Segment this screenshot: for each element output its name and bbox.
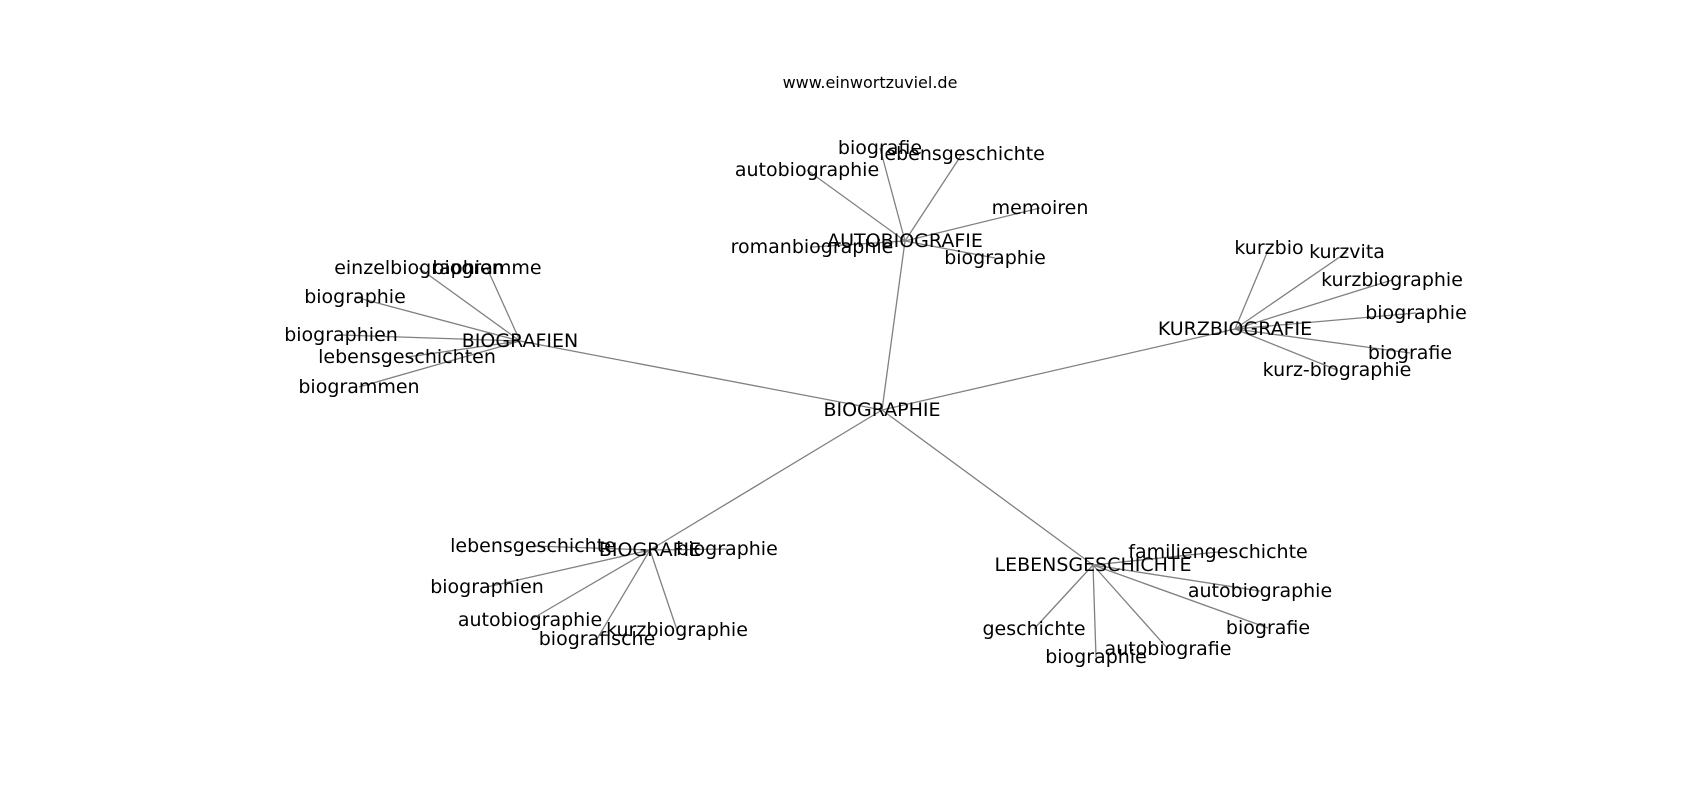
edge-kurzbiografie-kurz-biographie xyxy=(1234,328,1338,371)
edge-lebensgeschichte-biographie xyxy=(1092,564,1097,658)
leaf-node-biografie-lebensgeschichte: lebensgeschichte xyxy=(450,535,616,557)
leaf-node-biografie-biographie: biographie xyxy=(676,538,778,560)
leaf-node-kurzbiografie-kurz-biographie: kurz-biographie xyxy=(1263,359,1412,381)
edge-biografien-biogramme xyxy=(486,267,521,342)
leaf-node-autobiografie-autobiographie: autobiographie xyxy=(735,159,879,181)
edge-autobiografie-memoiren xyxy=(904,207,1041,242)
edge-biografie-lebensgeschichte xyxy=(532,545,651,551)
cluster-node-autobiografie: AUTOBIOGRAFIE xyxy=(827,230,983,252)
edge-autobiografie-lebensgeschichte xyxy=(904,153,963,242)
leaf-node-autobiografie-biografie: biografie xyxy=(838,137,922,159)
leaf-node-kurzbiografie-kurzvita: kurzvita xyxy=(1309,241,1385,263)
edge-center-kurzbiografie xyxy=(881,328,1236,411)
leaf-node-biografien-einzelbiographien: einzelbiographien xyxy=(334,257,504,279)
edge-biografien-biographien xyxy=(340,334,521,342)
leaf-node-biografien-biographien: biographien xyxy=(284,324,398,346)
leaf-node-kurzbiografie-biographie: biographie xyxy=(1365,302,1467,324)
edge-lebensgeschichte-familiengeschichte xyxy=(1092,551,1219,566)
edge-biografien-einzelbiographien xyxy=(418,267,521,342)
website-label: www.einwortzuviel.de xyxy=(783,73,958,92)
edge-lebensgeschichte-autobiographie xyxy=(1092,564,1261,592)
edge-biografie-biografische xyxy=(596,549,651,640)
edge-biografien-biogrammen xyxy=(358,340,521,388)
edge-biografie-biographien xyxy=(486,549,651,588)
leaf-node-autobiografie-biographie: biographie xyxy=(944,247,1046,269)
edge-biografien-lebensgeschichten xyxy=(406,340,521,358)
edge-kurzbiografie-biographie xyxy=(1234,312,1417,330)
edge-biografie-biographie xyxy=(649,548,728,551)
edge-layer xyxy=(340,147,1417,658)
edge-lebensgeschichte-geschichte xyxy=(1033,564,1094,630)
cluster-node-biografien: BIOGRAFIEN xyxy=(462,330,579,352)
edge-autobiografie-biographie xyxy=(904,240,996,259)
cluster-node-biografie: BIOGRAFIE xyxy=(599,539,701,561)
edge-center-autobiografie xyxy=(881,240,906,411)
leaf-node-lebensgeschichte-biografie: biografie xyxy=(1226,617,1310,639)
edge-lebensgeschichte-autobiografie xyxy=(1092,564,1169,650)
edge-kurzbiografie-kurzbio xyxy=(1234,247,1270,330)
edge-autobiografie-biografie xyxy=(879,147,906,242)
edge-center-biografien xyxy=(519,340,883,411)
center-node-label: BIOGRAPHIE xyxy=(823,399,940,421)
edge-kurzbiografie-biografie xyxy=(1234,328,1411,354)
leaf-node-kurzbiografie-kurzbiographie: kurzbiographie xyxy=(1321,269,1463,291)
edge-lebensgeschichte-biografie xyxy=(1092,564,1269,629)
leaf-node-autobiografie-lebensgeschichte: lebensgeschichte xyxy=(879,143,1045,165)
leaf-node-lebensgeschichte-familiengeschichte: familiengeschichte xyxy=(1128,541,1307,563)
label-layer: BIOGRAPHIEAUTOBIOGRAFIEbiografielebensge… xyxy=(284,137,1467,668)
cluster-node-kurzbiografie: KURZBIOGRAFIE xyxy=(1158,318,1312,340)
leaf-node-lebensgeschichte-autobiographie: autobiographie xyxy=(1188,580,1332,602)
edge-biografien-biographie xyxy=(354,296,521,342)
edge-autobiografie-romanbiographie xyxy=(811,240,906,248)
edge-center-lebensgeschichte xyxy=(881,409,1094,566)
leaf-node-biografien-biogramme: biogramme xyxy=(432,257,541,279)
leaf-node-kurzbiografie-biografie: biografie xyxy=(1368,342,1452,364)
leaf-node-autobiografie-romanbiographie: romanbiographie xyxy=(731,236,894,258)
edge-biografie-autobiographie xyxy=(529,549,651,621)
leaf-node-biografie-biografische: biografische xyxy=(539,628,656,650)
edge-center-biografie xyxy=(649,409,883,551)
leaf-node-biografien-biogrammen: biogrammen xyxy=(298,376,419,398)
leaf-node-biografien-biographie: biographie xyxy=(304,286,406,308)
leaf-node-autobiografie-memoiren: memoiren xyxy=(992,197,1089,219)
leaf-node-lebensgeschichte-autobiografie: autobiografie xyxy=(1105,638,1232,660)
leaf-node-biografien-lebensgeschichten: lebensgeschichten xyxy=(318,346,496,368)
edge-biografie-kurzbiographie xyxy=(649,549,678,631)
edge-kurzbiografie-kurzvita xyxy=(1234,251,1348,330)
cluster-node-lebensgeschichte: LEBENSGESCHICHTE xyxy=(994,554,1191,576)
leaf-node-lebensgeschichte-biographie: biographie xyxy=(1045,646,1147,668)
edge-autobiografie-autobiographie xyxy=(806,169,906,242)
leaf-node-biografie-autobiographie: autobiographie xyxy=(458,609,602,631)
leaf-node-biografie-biographien: biographien xyxy=(430,576,544,598)
edge-kurzbiografie-kurzbiographie xyxy=(1234,279,1393,330)
leaf-node-biografie-kurzbiographie: kurzbiographie xyxy=(606,619,748,641)
leaf-node-kurzbiografie-kurzbio: kurzbio xyxy=(1234,237,1303,259)
leaf-node-lebensgeschichte-geschichte: geschichte xyxy=(982,618,1085,640)
